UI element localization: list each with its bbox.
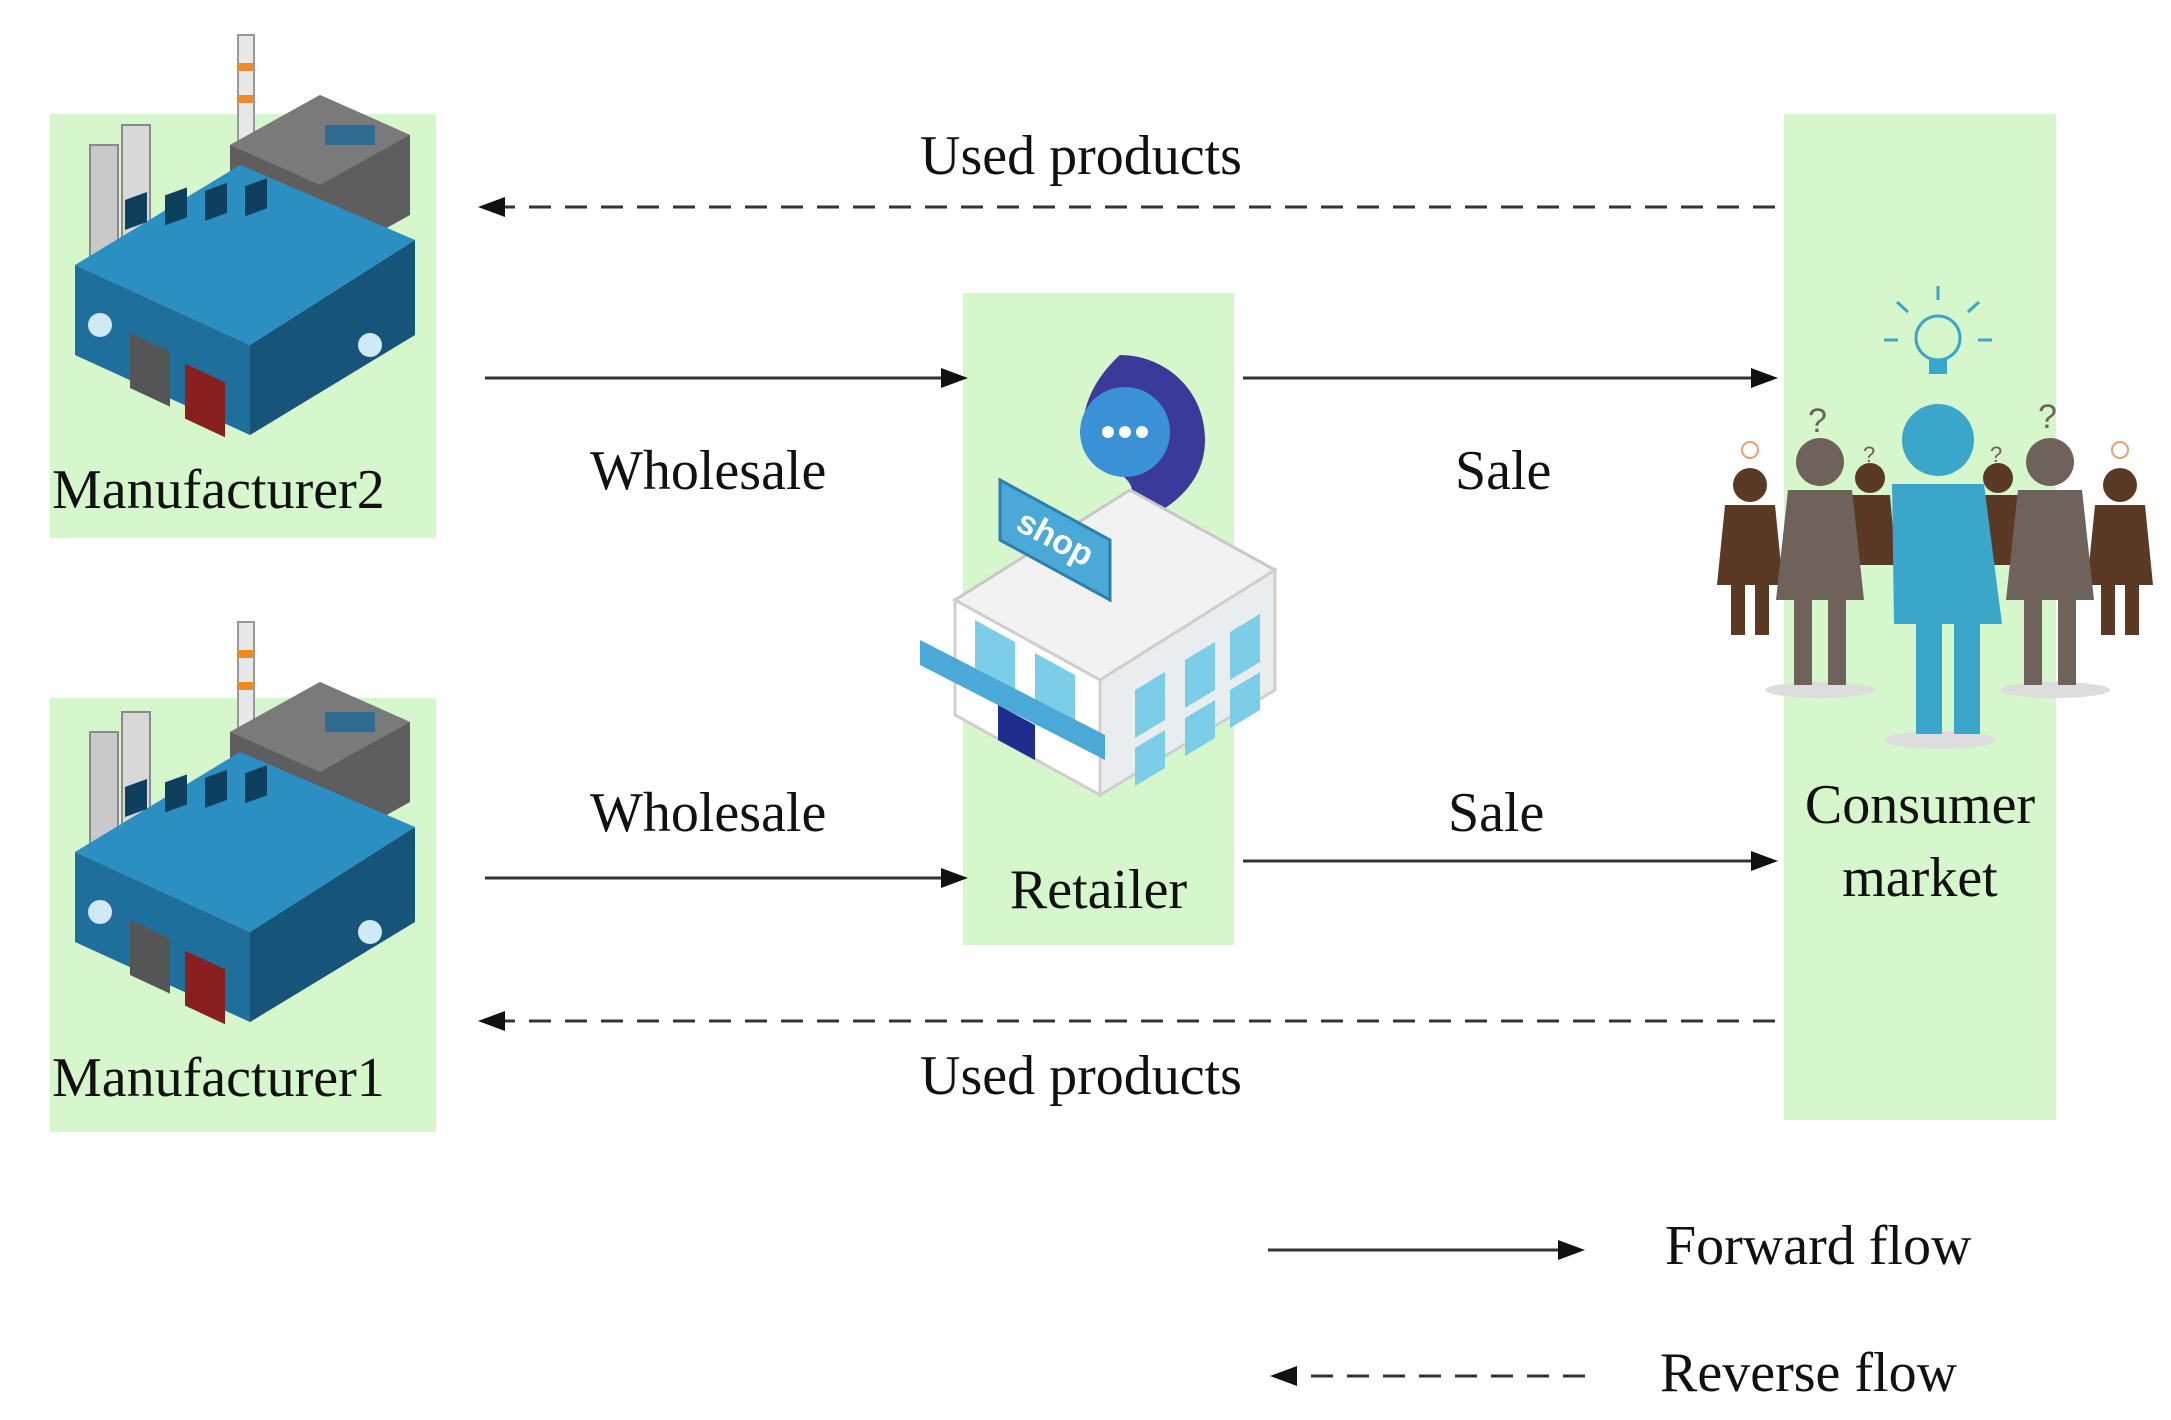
svg-text:?: ? [1863, 442, 1875, 467]
crowd-icon: ? ? ? ? [1717, 286, 2153, 749]
edge-label-wholesale-bottom: Wholesale [590, 782, 827, 844]
factory-icon [75, 621, 415, 1025]
svg-text:?: ? [2038, 398, 2057, 436]
factory-illustration [75, 34, 415, 438]
legend-forward-line [1268, 1240, 1585, 1260]
edge-label-used-products-bottom: Used products [920, 1045, 1242, 1107]
manufacturer1-label: Manufacturer1 [52, 1047, 385, 1109]
shop-icon [920, 355, 1278, 798]
legend-forward-label: Forward flow [1665, 1215, 1972, 1277]
factory-illustration [75, 621, 415, 1025]
legend-reverse-line [1270, 1366, 1585, 1386]
factory-icon [75, 34, 415, 438]
edge-label-used-products-top: Used products [920, 125, 1242, 187]
edge-wholesale-bottom [485, 868, 968, 888]
edge-label-sale-bottom: Sale [1448, 782, 1545, 844]
edge-label-sale-top: Sale [1455, 440, 1552, 502]
edge-sale-top [1243, 368, 1778, 388]
consumer-market-label-line1: Consumer [1804, 774, 2036, 836]
edge-used-products-top [478, 197, 1775, 217]
consumer-market-label-line2: market [1842, 847, 1998, 909]
edge-wholesale-top [485, 368, 968, 388]
edge-sale-bottom [1243, 851, 1778, 871]
legend-reverse-label: Reverse flow [1660, 1342, 1958, 1404]
manufacturer2-label: Manufacturer2 [52, 459, 385, 521]
retailer-label: Retailer [1009, 859, 1188, 921]
svg-text:?: ? [1808, 402, 1827, 440]
svg-text:?: ? [1990, 442, 2002, 467]
edge-used-products-bottom [478, 1011, 1775, 1031]
edge-label-wholesale-top: Wholesale [590, 440, 827, 502]
